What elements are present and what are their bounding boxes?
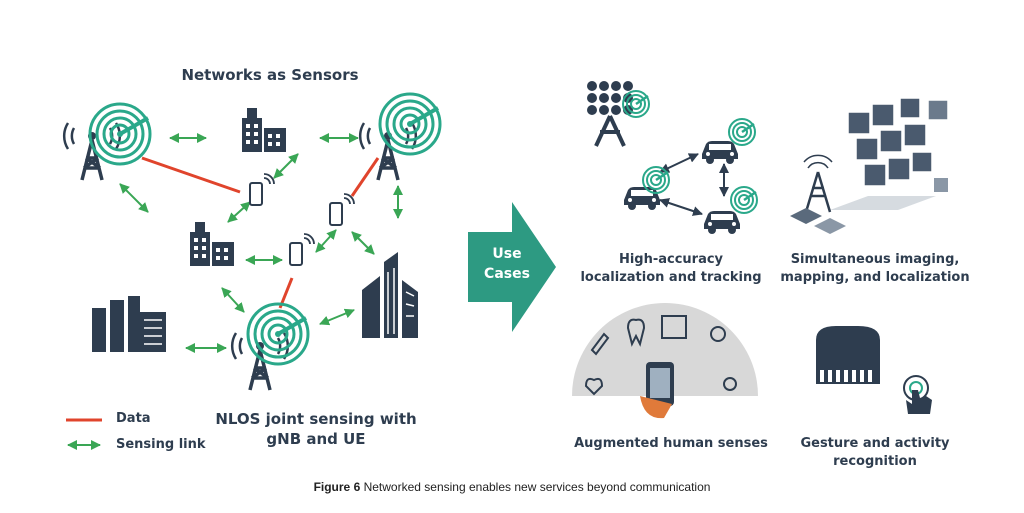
sensing-rings-icon bbox=[88, 102, 152, 166]
office-building-icon bbox=[92, 296, 166, 352]
human-senses-dome bbox=[572, 303, 758, 419]
building-icon bbox=[242, 108, 286, 152]
building-icon bbox=[190, 222, 234, 266]
tap-gesture-icon bbox=[903, 375, 932, 414]
legend-sensing-label: Sensing link bbox=[116, 437, 206, 452]
sensing-link bbox=[119, 183, 149, 213]
sensing-link bbox=[319, 308, 355, 326]
sensing-rings-icon bbox=[727, 117, 757, 147]
data-links bbox=[141, 156, 380, 309]
sensing-link bbox=[273, 153, 299, 179]
car-icon bbox=[624, 187, 660, 210]
data-link bbox=[350, 157, 380, 197]
use-case-4-line-1: Gesture and activity bbox=[800, 436, 950, 451]
tracking-link bbox=[659, 153, 699, 173]
car-icon bbox=[702, 141, 738, 164]
box-icon bbox=[661, 315, 687, 339]
use-case-2-line-1: Simultaneous imaging, bbox=[790, 252, 960, 267]
legend bbox=[66, 418, 102, 450]
sensing-link bbox=[227, 201, 251, 223]
sensing-rings-icon bbox=[621, 89, 651, 119]
worker-icon bbox=[710, 326, 726, 342]
sensing-link bbox=[221, 287, 245, 313]
use-case-1-line-1: High-accuracy bbox=[618, 252, 724, 267]
car-icon bbox=[704, 211, 740, 234]
sensing-link bbox=[351, 231, 375, 255]
use-case-3-line-1: Augmented human senses bbox=[574, 436, 768, 451]
tracking-links bbox=[659, 153, 729, 216]
sensing-link bbox=[315, 229, 337, 253]
eiffel-tower-icon bbox=[790, 154, 846, 234]
dome-background bbox=[572, 303, 758, 396]
sensing-rings-icon bbox=[729, 185, 759, 215]
ue-phone-icon bbox=[249, 173, 275, 206]
officer-icon bbox=[723, 377, 737, 391]
figure-caption: Figure 6 Networked sensing enables new s… bbox=[0, 480, 1024, 494]
thermometer-icon bbox=[590, 332, 610, 356]
tooth-icon bbox=[626, 318, 646, 347]
caption-text: Networked sensing enables new services b… bbox=[360, 480, 711, 494]
sensing-rings-icon bbox=[641, 165, 671, 195]
tracking-link bbox=[659, 198, 703, 216]
arrow-label-line-1: Use bbox=[492, 246, 522, 262]
sensing-rings-icon bbox=[378, 92, 442, 156]
left-panel-title: Networks as Sensors bbox=[181, 66, 359, 84]
imaging-cube-icon bbox=[830, 97, 949, 210]
use-cases-arrow bbox=[468, 202, 556, 332]
ue-phone-icon bbox=[289, 233, 315, 266]
legend-data-label: Data bbox=[116, 411, 151, 426]
piano-icon bbox=[816, 326, 880, 384]
use-case-1-line-2: localization and tracking bbox=[580, 270, 762, 285]
use-case-4-line-2: recognition bbox=[833, 454, 917, 469]
sensing-links bbox=[119, 133, 403, 353]
ue-phone-icon bbox=[329, 193, 355, 226]
subtitle-line-2: gNB and UE bbox=[266, 430, 366, 448]
hand-with-phone-icon bbox=[640, 362, 674, 419]
use-case-2-line-2: mapping, and localization bbox=[780, 270, 970, 285]
skyscraper-icon bbox=[362, 252, 418, 338]
arrow-label-line-2: Cases bbox=[484, 266, 530, 282]
subtitle-line-1: NLOS joint sensing with bbox=[215, 410, 417, 428]
heart-rate-icon bbox=[584, 377, 604, 396]
data-link bbox=[141, 156, 241, 194]
sensing-rings-icon bbox=[246, 302, 310, 366]
caption-label: Figure 6 bbox=[313, 480, 361, 494]
